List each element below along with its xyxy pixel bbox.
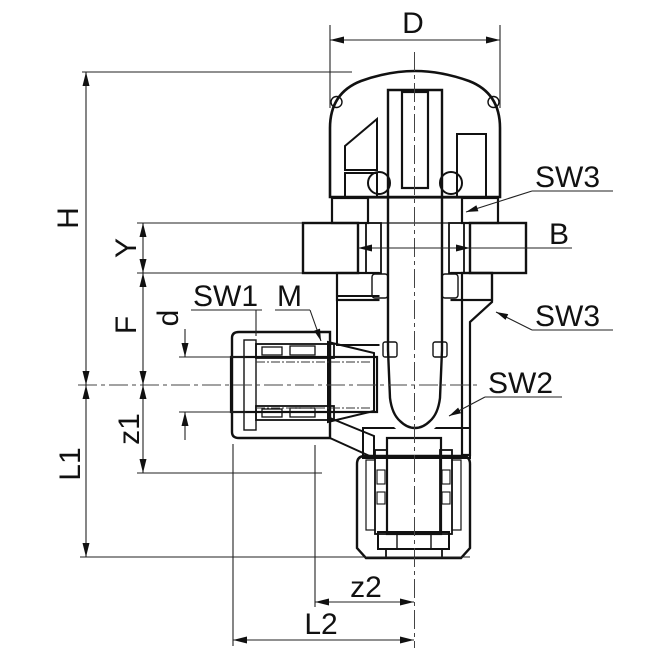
dim-label-L2: L2	[304, 608, 337, 641]
o-ring-right	[487, 95, 500, 109]
bottom-port-nut	[355, 436, 472, 560]
hex-sw3-upper-right	[460, 196, 500, 225]
dim-label-H: H	[52, 207, 85, 229]
seal-lower-right	[432, 341, 448, 358]
dim-label-d: d	[152, 310, 185, 327]
dim-label-Y: Y	[110, 238, 143, 258]
dimension-labels: D H Y F d z1 L1 SW1 M SW3 B SW3 SW2 z2 L…	[52, 7, 600, 641]
callout-label-SW1: SW1	[193, 280, 258, 313]
dim-label-z1: z1	[113, 413, 146, 445]
callout-label-SW2: SW2	[488, 367, 553, 400]
dim-label-F: F	[110, 316, 143, 334]
dim-label-z2: z2	[350, 571, 382, 604]
dim-label-L1: L1	[54, 447, 87, 480]
centerlines	[78, 52, 478, 648]
seal-upper-left	[371, 273, 389, 299]
callout-label-B: B	[549, 218, 569, 251]
thread-block-left	[301, 221, 360, 275]
left-port-bore	[229, 355, 379, 414]
seal-upper-right	[441, 273, 459, 299]
leader-lines	[191, 190, 613, 417]
seal-lower-left	[382, 341, 398, 358]
dim-label-D: D	[402, 7, 424, 40]
hex-sw3-upper-left	[330, 196, 370, 225]
callout-label-M: M	[277, 280, 302, 313]
o-ring-left	[330, 95, 343, 109]
callout-label-SW3-upper: SW3	[535, 161, 600, 194]
callout-label-SW3-lower: SW3	[535, 300, 600, 333]
dimension-lines	[80, 25, 572, 646]
